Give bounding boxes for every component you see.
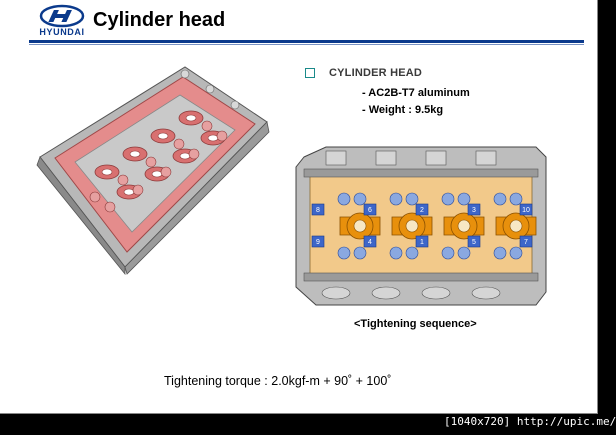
bolt-label: 6 [368,207,372,214]
slide: HYUNDAI Cylinder head [0,0,598,414]
image-footer-text: [1040x720] http://upic.me/ [444,415,616,428]
bolt-label: 5 [472,239,476,246]
header-rule [29,40,584,43]
spec-weight: - Weight : 9.5kg [362,104,444,116]
bolt-label: 8 [316,207,320,214]
bolt-label: 9 [316,239,320,246]
tightening-torque-text: Tightening torque : 2.0kgf-m + 90˚ + 100… [164,374,392,388]
bolt-label: 2 [420,207,424,214]
bolt-label: 1 [420,239,424,246]
header-rule-thin [29,44,584,45]
slide-header: HYUNDAI Cylinder head [0,0,597,45]
hyundai-emblem-icon [39,4,85,28]
spec-material: - AC2B-T7 aluminum [362,87,470,99]
bolt-label: 3 [472,207,476,214]
page-title: Cylinder head [93,9,226,31]
tightening-sequence-diagram: 8 6 2 3 10 9 4 1 5 7 [295,146,547,306]
bolt-label: 7 [524,239,528,246]
hyundai-logo: HYUNDAI [30,4,94,38]
bolt-label: 4 [368,239,372,246]
square-bullet-icon [305,68,315,78]
spec-heading: CYLINDER HEAD [329,67,423,79]
cylinder-head-3d-illustration [36,66,270,276]
bolt-label: 10 [522,207,530,214]
brand-text: HYUNDAI [39,27,85,37]
diagram-caption: <Tightening sequence> [354,318,477,330]
